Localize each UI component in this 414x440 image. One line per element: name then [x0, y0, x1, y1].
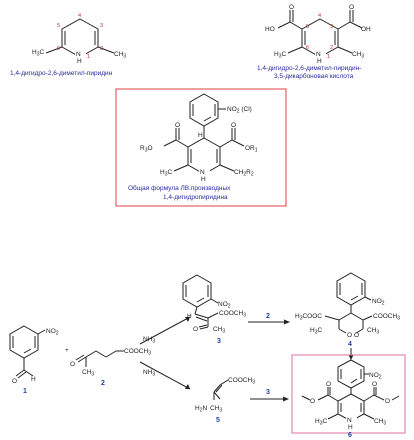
- c4-o-left: O: [347, 332, 352, 339]
- c5-ch3: CH3: [210, 405, 222, 414]
- c3-ch3: CH3: [213, 326, 225, 335]
- c6-o-left: O: [326, 381, 331, 388]
- acid-ring-1: 1: [327, 54, 330, 60]
- c2-o: O: [70, 361, 75, 368]
- acid-ring-2: 2: [330, 45, 333, 51]
- reaction-arrows-1: NH3 NH3: [139, 316, 191, 390]
- step-3-arrow: 3: [250, 389, 289, 402]
- c4-h: H: [198, 132, 203, 139]
- caption-dihydropyridine: 1,4-дигидро-2,6-диметил-пиридин: [10, 70, 113, 77]
- carbonyl-o-right: O: [349, 4, 354, 11]
- substituent-label: NO2 (Cl): [227, 106, 252, 115]
- compound-3: NO2 H COOCH3 O CH3 3: [182, 274, 246, 345]
- general-formula-subtitle: 1,4-дигидропиридина: [163, 194, 228, 201]
- or1-label: OR1: [245, 145, 258, 154]
- acid-ring-4: 4: [318, 13, 321, 19]
- c6-no2: NO2: [369, 372, 382, 381]
- c3-o: O: [193, 326, 198, 333]
- reagent-nh3-upper: NH3: [143, 336, 155, 345]
- acid-ring-3: 3: [330, 24, 333, 30]
- step-2-arrow: 2: [248, 313, 290, 325]
- acid-methyl-left: H3C: [274, 51, 286, 60]
- c2-ch3: CH3: [82, 369, 94, 378]
- caption-acid-line1: 1,4-дигидро-2,6-диметил-пиридин-: [257, 65, 361, 72]
- compound-4: NO2 H3COOC COOCH3 H3C O O CH3 4: [295, 272, 400, 360]
- c6-o-ester-right: O: [385, 398, 390, 405]
- carbonyl-o-left: O: [289, 4, 294, 11]
- c6-h3c: H3C: [315, 418, 327, 427]
- hydroxyl-left: HO: [265, 26, 275, 33]
- c4-h3c: H3C: [310, 327, 322, 336]
- dihydropyridine-structure: N H 4 5 3 6 2 1 H3C CH3 1,4-дигидро-2,6-…: [10, 13, 126, 77]
- ring-number-4: 4: [78, 13, 81, 19]
- acid-methyl-right: CH3: [352, 51, 364, 60]
- c5-cooch3: COOCH3: [228, 377, 255, 386]
- compound-label-2: 2: [101, 380, 105, 387]
- compound-6: NO2 O O O O H3C CH3 N H 6: [291, 354, 406, 439]
- methyl-left: H3C: [32, 49, 44, 58]
- gf-nh-n: N: [200, 169, 205, 176]
- ester-o-right: O: [231, 122, 236, 129]
- c1-o: O: [12, 378, 17, 385]
- caption-acid-line2: 3,5-дикарбоновая кислота: [274, 72, 354, 80]
- c4-h3cooc: H3COOC: [295, 313, 322, 322]
- hydroxyl-right: OH: [361, 26, 371, 33]
- ester-o-left: O: [175, 122, 180, 129]
- compound-label-3: 3: [217, 338, 221, 345]
- dicarboxylic-acid-structure: O O HO OH N H 4 5 3 6 2 1 H3C CH3 1,4-ди…: [257, 4, 371, 80]
- c6-ch3: CH3: [374, 418, 386, 427]
- methyl-right: CH3: [114, 51, 126, 60]
- compound-label-4: 4: [348, 341, 352, 348]
- plus-sign: +: [65, 347, 69, 354]
- acid-ring-6: 6: [306, 45, 309, 51]
- c5-h2n: H2N: [195, 405, 207, 414]
- c4-cooch3: COOCH3: [373, 313, 400, 322]
- compound-2: O COOCH3 CH3 2: [70, 348, 151, 387]
- c1-h: H: [31, 376, 36, 383]
- c4-o-right: O: [354, 332, 359, 339]
- r3o-label: R3O: [140, 145, 153, 154]
- compound-label-1: 1: [23, 388, 27, 395]
- acid-nh-n: N: [316, 51, 321, 58]
- ring-number-6: 6: [57, 46, 60, 52]
- gf-nh-h: H: [201, 176, 206, 183]
- nh-n: N: [76, 51, 81, 58]
- ring-number-3: 3: [100, 23, 103, 29]
- compound-label-6: 6: [348, 432, 352, 439]
- c6-o-ester-left: O: [310, 398, 315, 405]
- c3-h: H: [187, 313, 192, 320]
- c3-cooch3: COOCH3: [219, 310, 246, 319]
- general-formula-border: [115, 88, 287, 207]
- step-label-2: 2: [266, 313, 270, 320]
- c2-cooch3: COOCH3: [124, 348, 151, 357]
- acid-ring-5: 5: [306, 24, 309, 30]
- c6-nh-h: H: [348, 424, 353, 431]
- general-formula-title: Общая формула ЛВ.производных: [128, 184, 231, 192]
- c4-no2: NO2: [372, 298, 385, 307]
- ch2r2-label: CH2R2: [234, 169, 254, 178]
- c1-no2: NO2: [46, 328, 59, 337]
- product-box: [291, 354, 406, 434]
- ring-number-1: 1: [87, 54, 90, 60]
- ring-number-5: 5: [57, 23, 60, 29]
- gf-methyl: H3C: [160, 169, 172, 178]
- step-label-3: 3: [266, 389, 270, 396]
- reagent-nh3-lower: NH3: [143, 369, 155, 378]
- c6-nh-n: N: [347, 417, 352, 424]
- acid-nh-h: H: [317, 58, 322, 65]
- nh-h: H: [77, 58, 82, 65]
- c3-no2: NO2: [218, 301, 231, 310]
- ring-number-2: 2: [100, 46, 103, 52]
- compound-5: COOCH3 H2N CH3 5: [195, 377, 255, 424]
- c4-ch3: CH3: [367, 327, 379, 336]
- general-formula-box: NO2 (Cl) H O O R3O OR1 H3C CH2R2 N H Общ…: [115, 88, 287, 207]
- compound-label-5: 5: [216, 417, 220, 424]
- c6-o-right: O: [372, 381, 377, 388]
- compound-1: NO2 O H 1: [9, 325, 59, 395]
